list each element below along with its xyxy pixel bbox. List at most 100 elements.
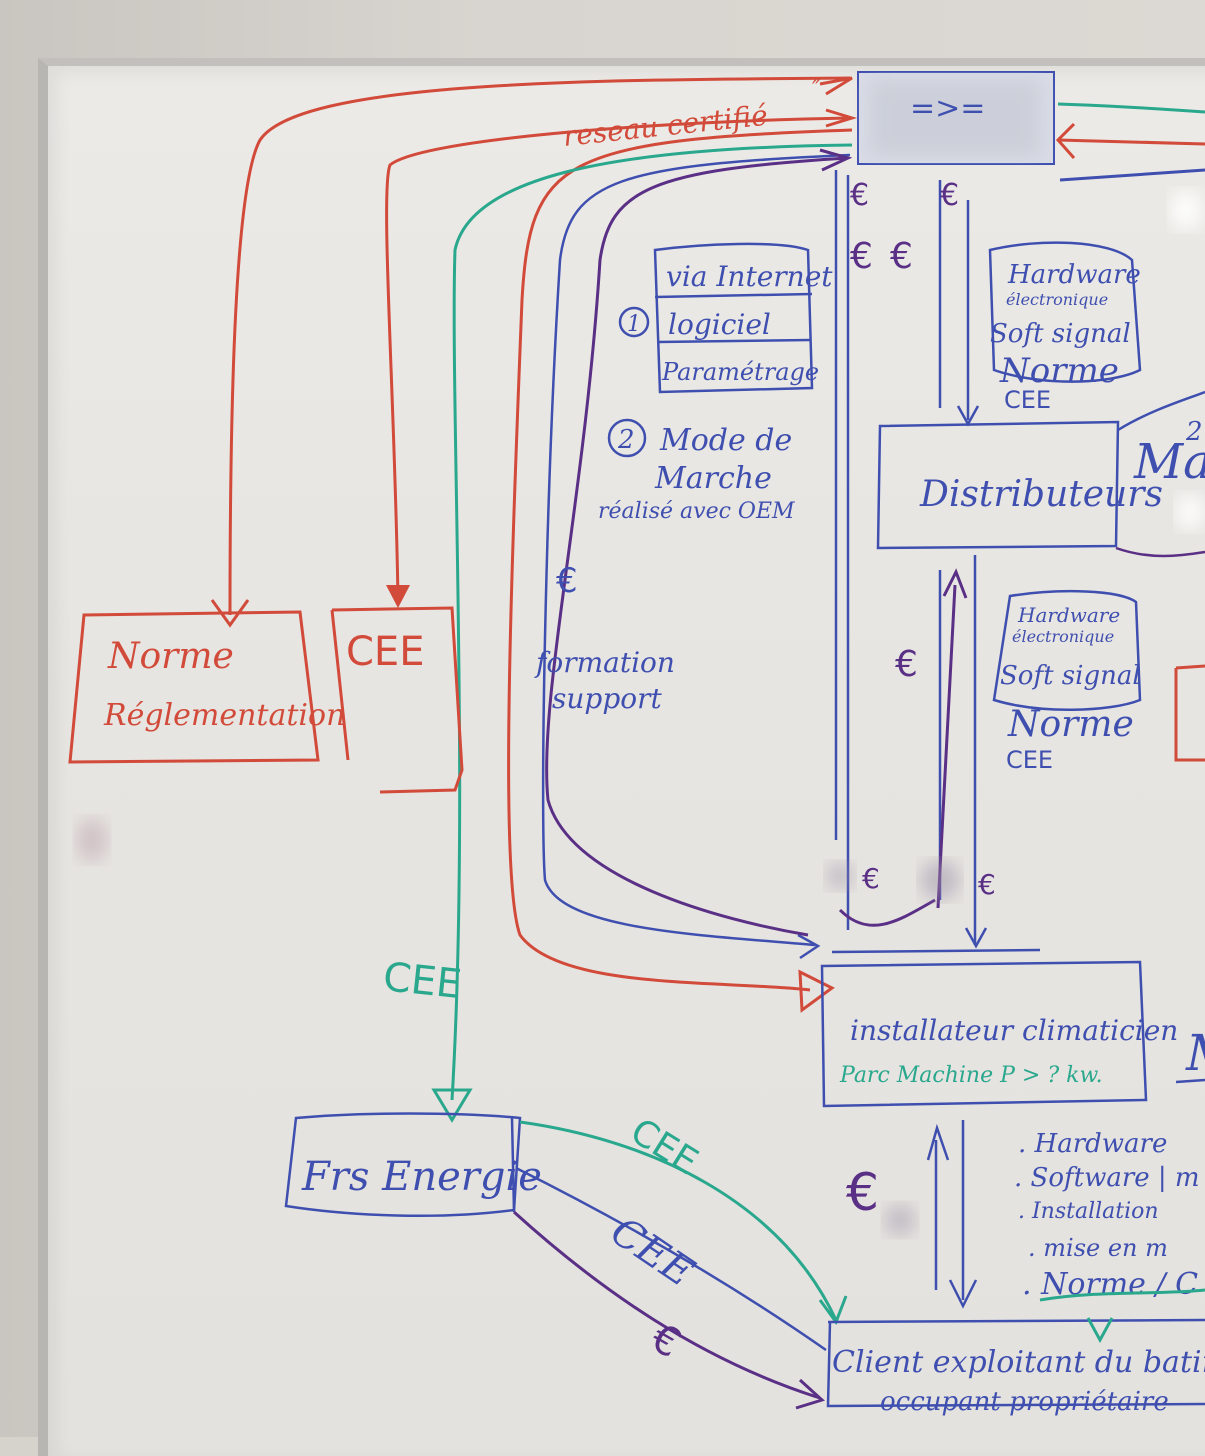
mode-line2: Marche — [654, 461, 772, 496]
installateur-frame — [820, 960, 1148, 1108]
euro-top-3: € — [850, 236, 873, 277]
teal-line-client-right — [1039, 1288, 1205, 1302]
option-2-circle — [607, 418, 647, 458]
purple-arrowhead-mid — [942, 568, 968, 599]
purple-scribble — [838, 898, 936, 927]
client-line2: occupant propriétaire — [880, 1387, 1169, 1417]
purple-line-right — [1115, 546, 1205, 558]
teal-arrowhead-client-right — [1086, 1317, 1114, 1344]
formation-line1: formation — [534, 646, 675, 679]
distributeurs-frame — [876, 420, 1120, 550]
hardware-top-line4: Norme — [999, 351, 1119, 391]
blue-arrows-installateur-client — [926, 1120, 978, 1309]
client-frame — [826, 1318, 1205, 1408]
blue-vertical-to-distributeurs — [938, 180, 970, 420]
cee-box-label: CEE — [346, 629, 424, 675]
red-arrowhead-top-2 — [825, 108, 858, 128]
red-arrowhead-installateur — [798, 969, 835, 1013]
distributeurs-box: Distributeurs Ma 2 — [876, 390, 1205, 558]
reseau-certifie-label: reseau certifié — [561, 99, 769, 153]
norme-box-frame — [68, 610, 320, 764]
marge-sup: 2 — [1185, 417, 1203, 447]
hardware-mid-line5: CEE — [1006, 746, 1053, 774]
euro-mid: € — [895, 644, 918, 685]
bottom-list-item4: . mise en m — [1028, 1234, 1168, 1262]
options-box-dividers — [654, 292, 813, 344]
mode-line3: réalisé avec OEM — [598, 499, 795, 524]
mode-line1: Mode de — [659, 423, 792, 458]
options-box-frame — [653, 242, 814, 394]
marge-partial: Ma — [1133, 434, 1205, 490]
purple-arrowhead-client — [795, 1378, 825, 1410]
bottom-list: . Hardware . Software | m . Installation… — [1014, 1129, 1200, 1302]
euro-low-1: € — [862, 862, 880, 895]
red-line-to-installateur — [507, 128, 853, 992]
hardware-mid-line4: Norme — [1007, 704, 1134, 745]
teal-line-to-frs — [450, 143, 853, 1101]
blue-line-frs-client — [515, 1166, 827, 1352]
installateur-right-line — [1175, 1078, 1205, 1084]
smudge-1 — [920, 860, 960, 900]
red-box-right-partial — [1174, 664, 1205, 762]
option-2-number: 2 — [617, 425, 635, 455]
glare-1 — [1170, 190, 1202, 230]
installateur-box: installateur climaticien Parc Machine P … — [820, 960, 1205, 1108]
distributeurs-label: Distributeurs — [919, 474, 1163, 515]
purple-line-frs-client — [512, 1210, 821, 1400]
cee-box-frame — [330, 606, 464, 794]
smudge-4 — [884, 1204, 916, 1236]
hardware-mid-line3: Soft signal — [1000, 661, 1141, 691]
frs-energie-divider — [510, 1117, 516, 1213]
euro-top-4: € — [890, 236, 913, 277]
hardware-mid-box: Hardware électronique Soft signal Norme … — [992, 589, 1142, 774]
red-arrowhead-cee — [386, 585, 410, 608]
red-arrow-top-right — [1055, 122, 1205, 159]
hardware-top-line2: électronique — [1006, 290, 1108, 309]
purple-arrowhead-top — [819, 148, 853, 172]
hardware-mid-line2: électronique — [1012, 627, 1114, 646]
teal-arrowhead-frs — [431, 1088, 473, 1123]
top-box-blur — [870, 80, 1040, 156]
bottom-list-item2: . Software | m — [1014, 1163, 1200, 1193]
teal-line-frs-client — [519, 1120, 838, 1321]
cee-diag-green: CEE — [623, 1111, 705, 1183]
option-1-number: 1 — [627, 312, 641, 337]
teal-arrowhead-client — [818, 1295, 848, 1326]
blue-line-top-right — [1059, 168, 1205, 182]
norme-line1: Norme — [107, 636, 234, 677]
client-line1: Client exploitant du batim — [832, 1345, 1205, 1380]
bottom-list-item5: . Norme / C — [1022, 1267, 1198, 1302]
purple-line-to-installateur — [545, 156, 849, 937]
norme-box: Norme Réglementation — [68, 610, 345, 764]
hardware-top-frame — [988, 241, 1142, 383]
blue-line-to-installateur — [541, 153, 851, 947]
red-line-to-cee — [385, 116, 851, 601]
option-parametrage: Paramétrage — [661, 358, 819, 386]
euro-low-2: € — [978, 868, 996, 901]
bottom-list-item3: . Installation — [1018, 1199, 1159, 1224]
reseau-marks: ″ — [812, 77, 821, 102]
hardware-mid-line1: Hardware — [1017, 603, 1120, 627]
red-line-to-norme — [228, 76, 851, 616]
option-logiciel: logiciel — [668, 308, 771, 341]
teal-line-top-right — [1057, 102, 1205, 114]
frs-energie-label: Frs Energie — [301, 1154, 542, 1200]
hardware-top-line5: CEE — [1004, 386, 1051, 414]
installateur-line1: installateur climaticien — [850, 1014, 1178, 1047]
formation-line2: support — [552, 682, 662, 715]
smudge-3 — [76, 818, 108, 862]
options-box: 1 via Internet logiciel Paramétrage 2 Mo… — [598, 242, 833, 524]
installateur-line2: Parc Machine P > ? kw. — [839, 1063, 1103, 1088]
smudge-2 — [826, 862, 854, 890]
option-via-internet: via Internet — [666, 260, 833, 293]
hardware-top-line1: Hardware — [1007, 260, 1141, 290]
bottom-list-item1: . Hardware — [1018, 1129, 1167, 1159]
hardware-top-box: Hardware électronique Soft signal Norme … — [988, 241, 1142, 414]
blue-arrowhead-installateur-top — [964, 927, 988, 949]
top-box: =>= — [857, 71, 1055, 165]
frs-energie-box: Frs Energie — [284, 1112, 542, 1218]
option-1-circle — [618, 306, 650, 338]
euro-top-1: € — [850, 178, 869, 213]
top-box-label: =>= — [910, 91, 985, 126]
